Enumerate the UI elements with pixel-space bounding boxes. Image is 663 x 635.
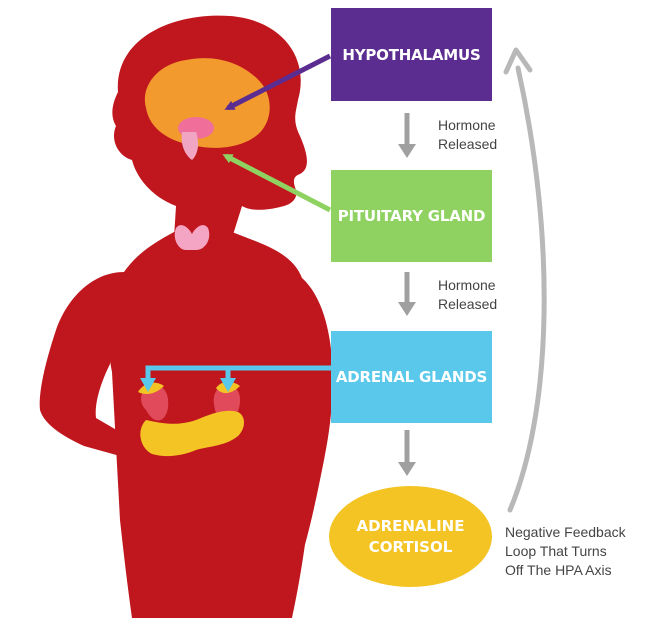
pituitary-gland-box: PITUITARY GLAND bbox=[331, 170, 492, 262]
cortisol-label: CORTISOL bbox=[368, 537, 453, 556]
adrenaline-label: ADRENALINE bbox=[356, 516, 465, 535]
hypothalamus-pointer-arrow bbox=[224, 53, 332, 111]
hormone-note-1-line2: Released bbox=[438, 136, 498, 152]
brain-shape bbox=[144, 58, 270, 148]
hormone-note-2-line2: Released bbox=[438, 296, 498, 312]
thyroid-shape bbox=[174, 225, 210, 250]
feedback-note-line3: Off The HPA Axis bbox=[505, 562, 612, 578]
feedback-note-line1: Negative Feedback bbox=[505, 524, 626, 540]
down-arrow-2 bbox=[398, 272, 416, 316]
adrenal-glands-label: ADRENAL GLANDS bbox=[335, 368, 488, 386]
down-arrow-1 bbox=[398, 113, 416, 158]
hormone-released-note-1: Hormone Released bbox=[438, 116, 497, 154]
pituitary-gland-label: PITUITARY GLAND bbox=[337, 207, 486, 225]
negative-feedback-arrow bbox=[503, 47, 547, 513]
hormone-released-note-2: Hormone Released bbox=[438, 276, 497, 314]
hypothalamus-box: HYPOTHALAMUS bbox=[331, 8, 492, 101]
adrenal-pointer-arrows bbox=[140, 365, 331, 392]
hormone-note-2-line1: Hormone bbox=[438, 277, 496, 293]
adrenaline-cortisol-ellipse: ADRENALINE CORTISOL bbox=[329, 486, 492, 587]
hormone-note-1-line1: Hormone bbox=[438, 117, 496, 133]
feedback-note-line2: Loop That Turns bbox=[505, 543, 607, 559]
pituitary-shape bbox=[181, 132, 199, 160]
intestine-shape bbox=[140, 410, 244, 457]
adrenal-glands-box: ADRENAL GLANDS bbox=[331, 331, 492, 423]
pituitary-pointer-arrow bbox=[222, 153, 332, 213]
down-arrow-3 bbox=[398, 430, 416, 476]
left-kidney bbox=[141, 385, 169, 421]
negative-feedback-note: Negative Feedback Loop That Turns Off Th… bbox=[505, 523, 626, 580]
hypothalamus-label: HYPOTHALAMUS bbox=[342, 45, 481, 64]
